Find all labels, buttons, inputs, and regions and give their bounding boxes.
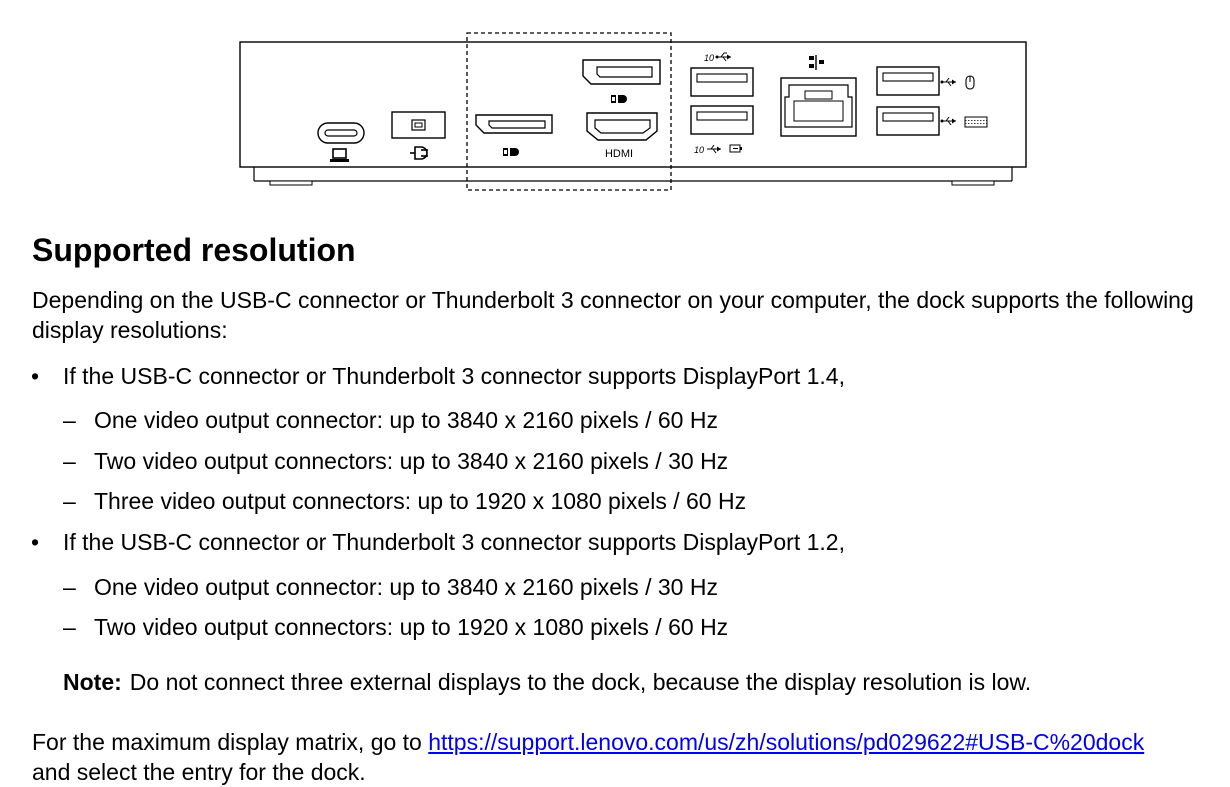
page-title: Supported resolution [32, 232, 356, 268]
displayport-logo-icon [611, 95, 627, 103]
battery-charging-icon [729, 144, 742, 153]
usb-c-connector [317, 122, 365, 144]
hdmi-connector [586, 112, 658, 141]
note-block: Note: Do not connect three external displ… [63, 667, 1031, 697]
displayport-logo-icon [503, 148, 519, 156]
sub-list-item: Two video output connectors: up to 3840 … [94, 448, 729, 474]
usb-a-port-3 [876, 66, 940, 96]
dash-marker: – [63, 614, 76, 640]
dash-marker: – [63, 488, 76, 514]
sub-list-item: Three video output connectors: up to 192… [94, 488, 747, 514]
footer-text-after: and select the entry for the dock. [32, 759, 366, 785]
mouse-icon [965, 75, 975, 90]
usb-a-port-2 [690, 105, 754, 135]
svg-text:10: 10 [704, 53, 714, 63]
bullet-marker: • [31, 529, 40, 555]
list-item: If the USB-C connector or Thunderbolt 3 … [63, 529, 845, 555]
dock-rear-panel-figure: HDMI 10 10 [0, 0, 1230, 200]
footer-paragraph: For the maximum display matrix, go to ht… [32, 727, 1230, 787]
bullet-marker: • [31, 363, 40, 389]
ethernet-port [780, 77, 857, 137]
note-label: Note: [63, 669, 122, 695]
dock-foot-left [269, 180, 313, 186]
dash-marker: – [63, 574, 76, 600]
usb-a-port-1 [690, 67, 754, 97]
ethernet-network-icon [809, 55, 824, 70]
note-text: Do not connect three external displays t… [129, 669, 1032, 695]
displayport-connector-upper [582, 59, 661, 85]
svg-text:10: 10 [694, 145, 704, 155]
displayport-connector-lower [475, 114, 553, 134]
sub-list-item: One video output connector: up to 3840 x… [94, 407, 718, 433]
list-item: If the USB-C connector or Thunderbolt 3 … [63, 363, 845, 389]
keyboard-icon [964, 116, 988, 128]
usb-speed-label-bottom: 10 [694, 144, 742, 155]
dash-marker: – [63, 407, 76, 433]
video-outputs-highlight [466, 32, 672, 191]
usb-speed-label-top: 10 [704, 52, 731, 63]
laptop-icon [330, 148, 349, 162]
display-matrix-link[interactable]: https://support.lenovo.com/us/zh/solutio… [428, 729, 1145, 755]
usb-icon [940, 77, 956, 87]
dock-foot-right [951, 180, 995, 186]
dock-rear-panel-diagram: HDMI 10 10 [239, 32, 1027, 191]
hdmi-label: HDMI [605, 148, 633, 160]
power-plug-icon [410, 146, 428, 160]
power-connector [391, 111, 446, 139]
usb-icon [715, 52, 731, 62]
sub-list-item: One video output connector: up to 3840 x… [94, 574, 718, 600]
sub-list-item: Two video output connectors: up to 1920 … [94, 614, 729, 640]
dash-marker: – [63, 448, 76, 474]
usb-icon [940, 116, 956, 126]
intro-paragraph: Depending on the USB-C connector or Thun… [32, 287, 1194, 343]
usb-icon [707, 144, 721, 154]
footer-text-before: For the maximum display matrix, go to [32, 729, 429, 755]
usb-a-port-4 [876, 106, 940, 136]
